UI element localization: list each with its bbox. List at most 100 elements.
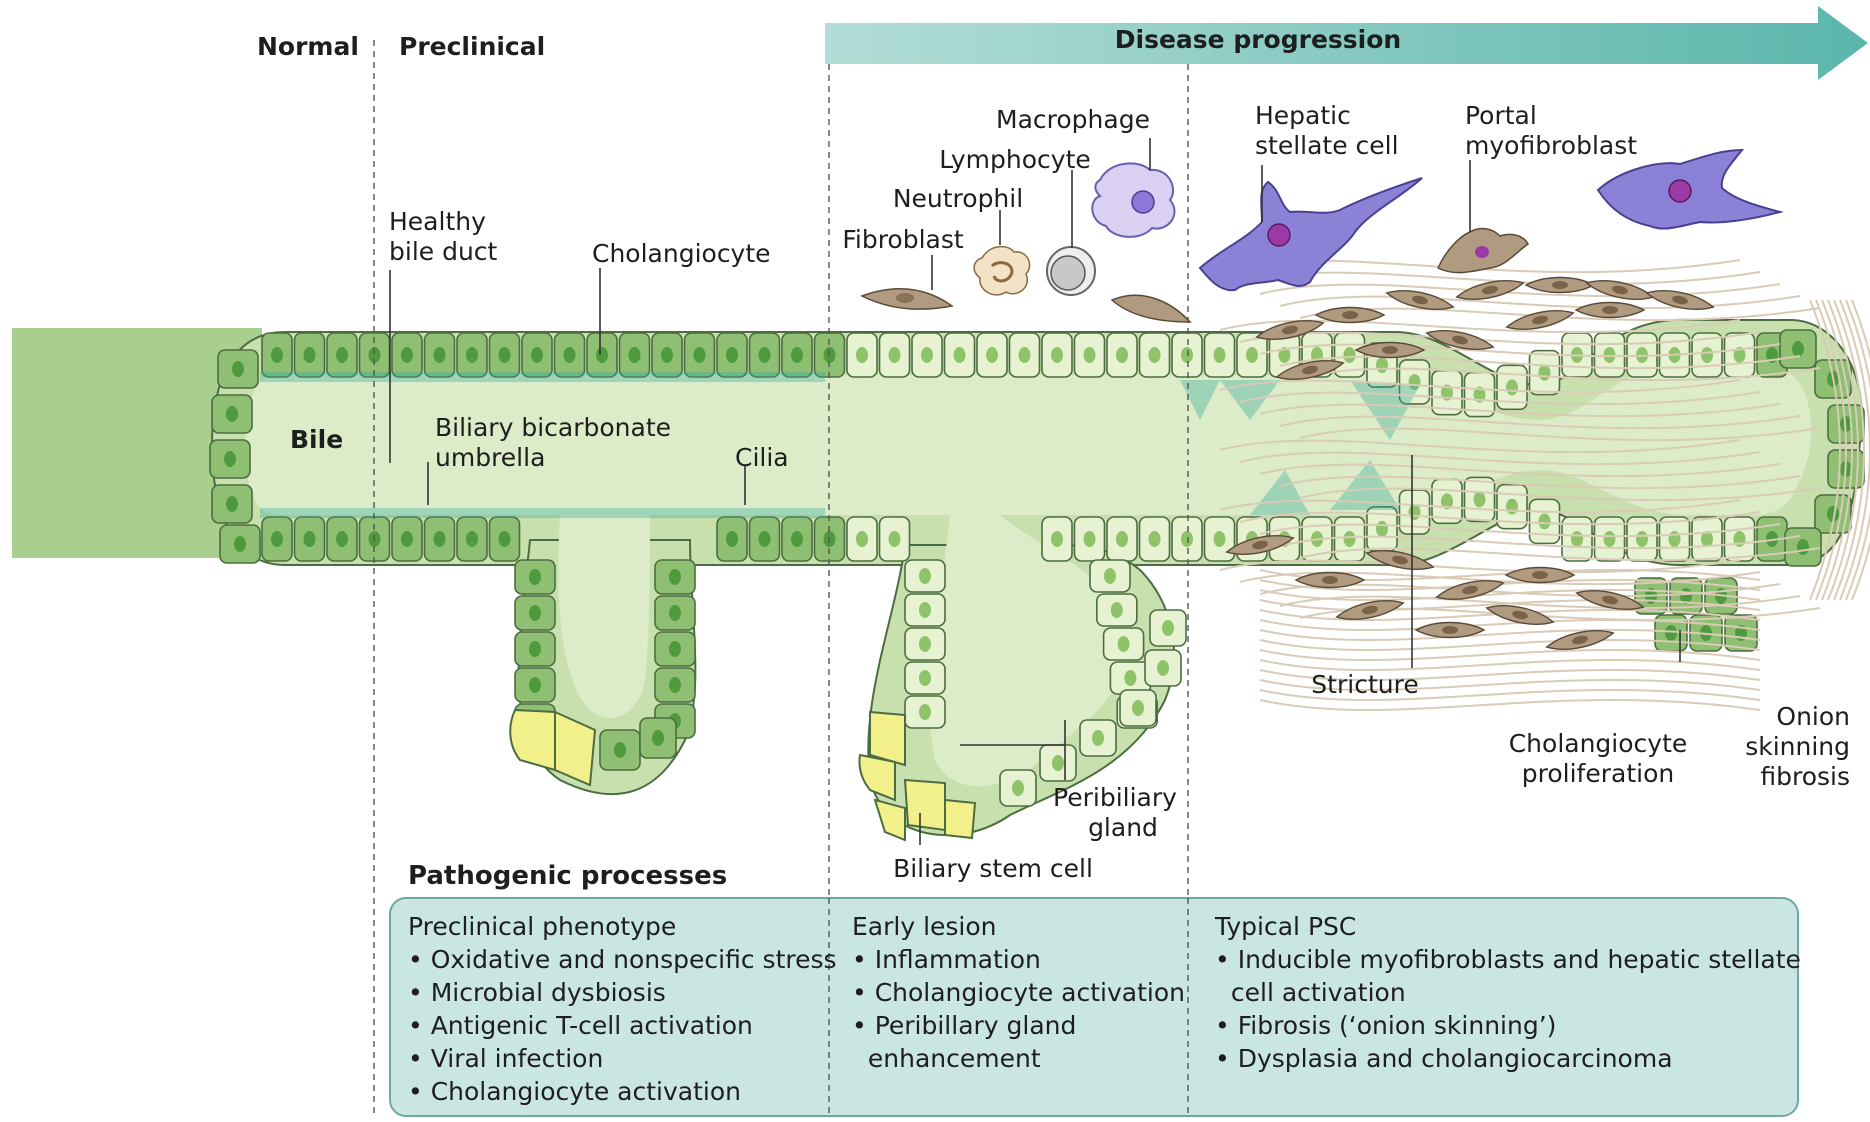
cell-nucleus	[1539, 513, 1551, 529]
cell-nucleus	[529, 569, 541, 585]
cell-nucleus	[1701, 347, 1713, 363]
col-preclinical-item: • Oxidative and nonspecific stress	[408, 945, 837, 974]
cell-nucleus	[1376, 521, 1388, 537]
cell-nucleus	[401, 347, 413, 363]
cell-nucleus	[499, 347, 511, 363]
cell-nucleus	[1409, 504, 1421, 520]
hepatic-stellate-cell-2	[1598, 150, 1780, 229]
cell-nucleus	[232, 361, 244, 377]
cell-nucleus	[529, 641, 541, 657]
cell-nucleus	[1214, 347, 1226, 363]
cell-nucleus	[1092, 730, 1104, 746]
cell-nucleus	[669, 677, 681, 693]
cell-nucleus	[1474, 491, 1486, 507]
cell-nucleus	[1604, 347, 1616, 363]
col-early-item: • Peribillary gland	[852, 1011, 1076, 1040]
cell-nucleus	[661, 347, 673, 363]
cell-nucleus	[1019, 347, 1031, 363]
label-stem-cell: Biliary stem cell	[893, 854, 1093, 883]
cell-nucleus	[1162, 620, 1174, 636]
cell-nucleus	[1181, 347, 1193, 363]
cell-nucleus	[1604, 531, 1616, 547]
label-portal-2: myofibroblast	[1465, 131, 1637, 160]
cell-nucleus	[759, 531, 771, 547]
label-onion-1: Onion	[1776, 702, 1850, 731]
myofibroblast-nucleus	[1382, 346, 1398, 354]
cell-nucleus	[401, 531, 413, 547]
stage-preclinical-label: Preclinical	[399, 32, 545, 61]
cell-nucleus	[1149, 347, 1161, 363]
cell-nucleus	[856, 347, 868, 363]
label-stricture: Stricture	[1311, 670, 1418, 699]
cell-nucleus	[529, 677, 541, 693]
myofibroblast-nucleus	[1322, 576, 1338, 584]
cell-nucleus	[1116, 531, 1128, 547]
cell-nucleus	[726, 531, 738, 547]
myofibroblast-nucleus	[1342, 311, 1358, 319]
cell-nucleus	[919, 568, 931, 584]
myofibroblast-nucleus	[1552, 281, 1568, 289]
cell-nucleus	[1149, 531, 1161, 547]
myofibroblast	[1576, 303, 1644, 318]
col-preclinical-item: • Viral infection	[408, 1044, 603, 1073]
label-macrophage: Macrophage	[996, 105, 1150, 134]
cell-nucleus	[304, 347, 316, 363]
cell-nucleus	[669, 569, 681, 585]
cell-nucleus	[1051, 531, 1063, 547]
cell-nucleus	[564, 347, 576, 363]
pathogenic-title: Pathogenic processes	[408, 861, 727, 891]
cell-nucleus	[1506, 379, 1518, 395]
label-umbrella-1: Biliary bicarbonate	[435, 413, 671, 442]
cell-nucleus	[271, 347, 283, 363]
col-preclinical-title: Preclinical phenotype	[408, 912, 676, 941]
disease-progression-arrow: Disease progression	[825, 6, 1868, 80]
col-preclinical-item: • Cholangiocyte activation	[408, 1077, 741, 1106]
cell-nucleus	[226, 496, 238, 512]
cell-nucleus	[234, 536, 246, 552]
myofibroblast-nucleus	[1532, 571, 1548, 579]
lymphocyte-cell	[1047, 247, 1095, 295]
cell-nucleus	[224, 451, 236, 467]
col-early-title: Early lesion	[852, 912, 997, 941]
cell-nucleus	[694, 347, 706, 363]
fibroblast-cell	[862, 289, 952, 309]
cell-nucleus	[919, 636, 931, 652]
cell-nucleus	[1246, 347, 1258, 363]
cell-nucleus	[1157, 660, 1169, 676]
label-peribiliary-2: gland	[1088, 813, 1158, 842]
cell-nucleus	[1116, 347, 1128, 363]
cell-nucleus	[1506, 499, 1518, 515]
cell-nucleus	[954, 347, 966, 363]
hepatic-stellate-cell	[1200, 178, 1422, 290]
cell-nucleus	[614, 742, 626, 758]
cell-nucleus	[1084, 531, 1096, 547]
stage-normal-label: Normal	[257, 32, 359, 61]
col-typical-item: • Inducible myofibroblasts and hepatic s…	[1215, 945, 1801, 974]
cell-nucleus	[889, 347, 901, 363]
label-onion-2: skinning	[1745, 732, 1850, 761]
cell-nucleus	[596, 347, 608, 363]
cell-nucleus	[1344, 347, 1356, 363]
myofibroblast	[1526, 278, 1594, 293]
col-early-item: • Cholangiocyte activation	[852, 978, 1185, 1007]
cell-nucleus	[1051, 347, 1063, 363]
label-hepatic-1: Hepatic	[1255, 101, 1351, 130]
cell-nucleus	[1344, 531, 1356, 547]
fiber	[1260, 660, 1760, 670]
cell-nucleus	[434, 531, 446, 547]
myofibroblast-nucleus	[1602, 306, 1618, 314]
cell-nucleus	[791, 347, 803, 363]
cell-nucleus	[921, 347, 933, 363]
cell-nucleus	[1665, 625, 1677, 641]
fiber	[1280, 296, 1800, 308]
cell-nucleus	[652, 730, 664, 746]
cell-nucleus	[791, 531, 803, 547]
col-typical-item: • Fibrosis (‘onion skinning’)	[1215, 1011, 1556, 1040]
cell-nucleus	[1797, 539, 1809, 555]
cell-nucleus	[1636, 531, 1648, 547]
label-lymphocyte: Lymphocyte	[939, 145, 1091, 174]
cell-nucleus	[1214, 531, 1226, 547]
cell-nucleus	[531, 347, 543, 363]
